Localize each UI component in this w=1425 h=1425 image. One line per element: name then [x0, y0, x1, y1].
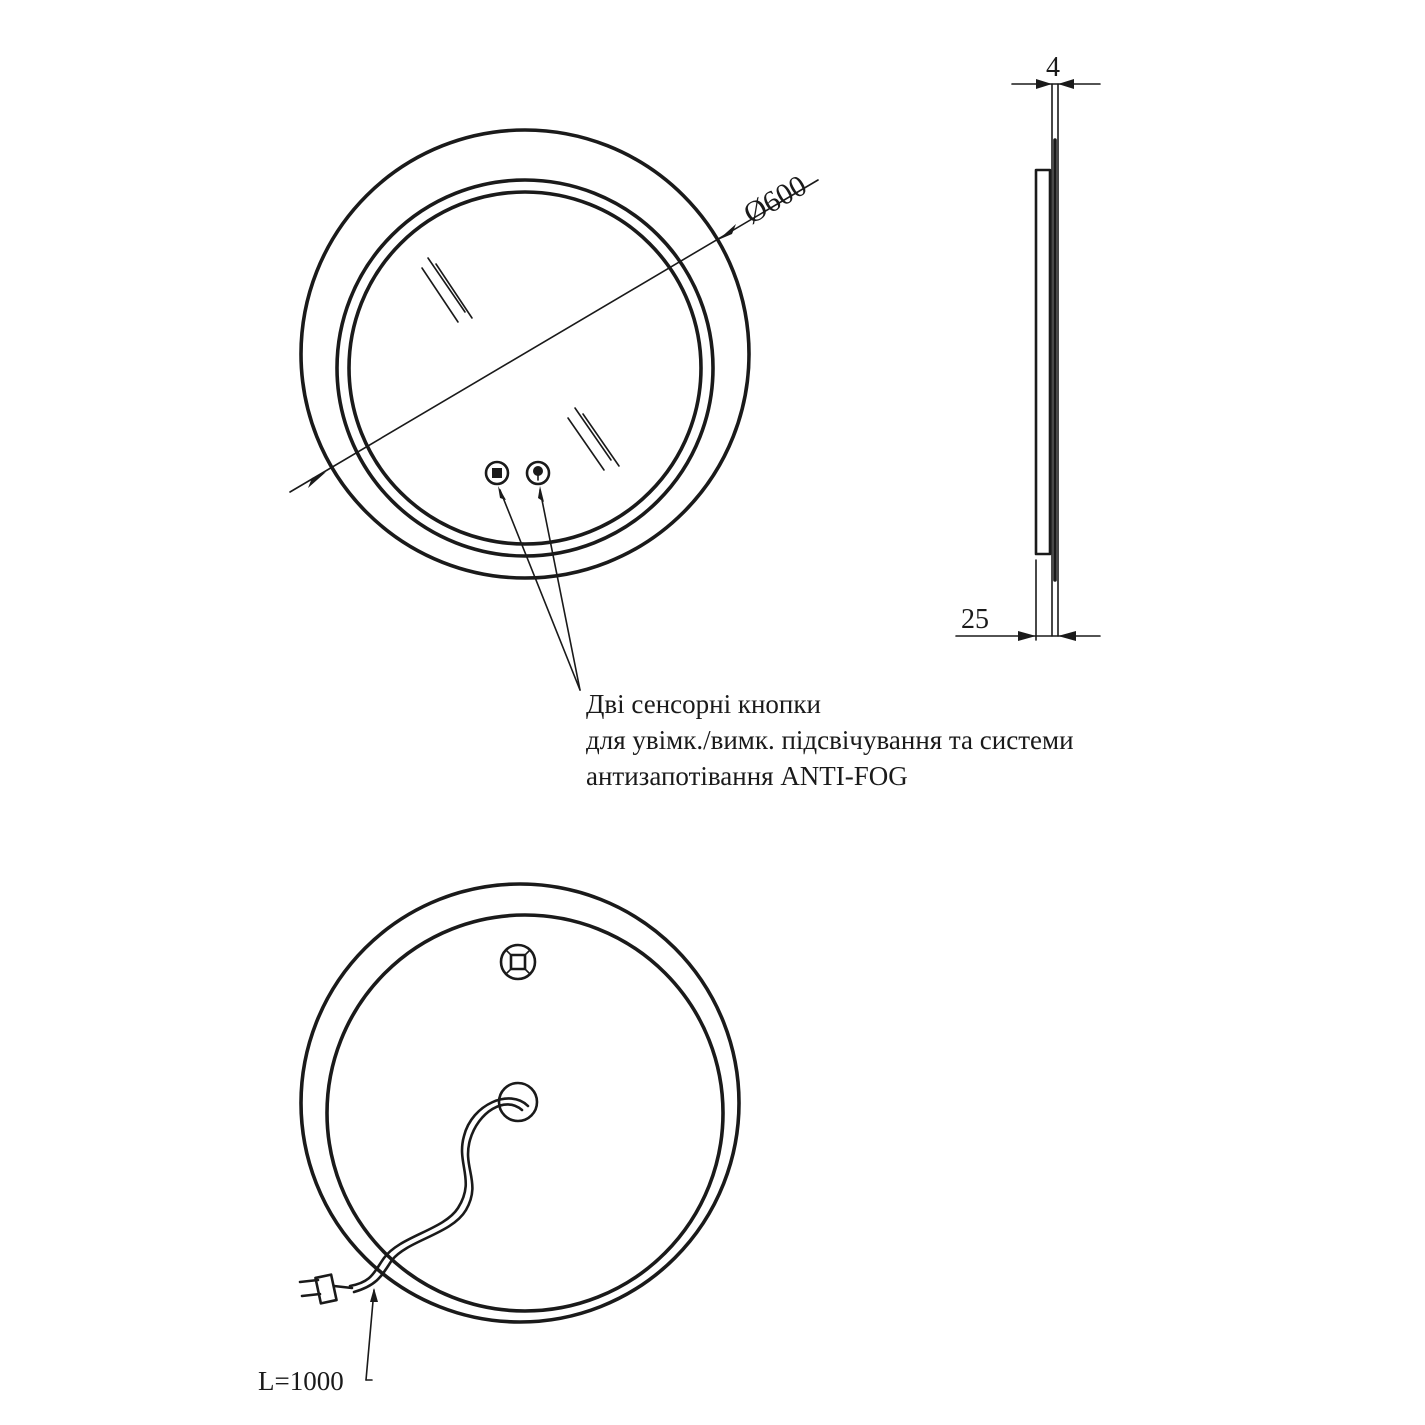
- depth-dimension: 25: [955, 559, 1101, 641]
- back-view: L=1000: [258, 882, 741, 1396]
- diameter-label: Ø600: [738, 169, 812, 231]
- thickness-label: 4: [1046, 52, 1060, 83]
- back-outer-rim: [299, 882, 741, 1324]
- power-cable: [348, 1097, 530, 1294]
- back-inner-rim: [325, 913, 725, 1313]
- callout-line-1: Дві сенсорні кнопки: [586, 689, 821, 719]
- outer-rim: [299, 128, 751, 580]
- power-plug-icon: [298, 1273, 354, 1305]
- mirror-glass: [347, 190, 703, 546]
- front-view: Ø600: [289, 128, 819, 691]
- hanging-bracket-icon: [499, 943, 537, 981]
- callout-leaders: [498, 486, 581, 691]
- cable-length-leader: L=1000: [258, 1288, 378, 1396]
- side-body: [1034, 168, 1052, 556]
- cable-outlet: [497, 1081, 539, 1123]
- side-view: 4 25: [955, 52, 1101, 641]
- touch-button-light: [484, 460, 510, 486]
- reflection-marks-top: [421, 257, 473, 323]
- thickness-dimension: 4: [1011, 52, 1101, 89]
- led-ring: [335, 178, 715, 558]
- callout-text: Дві сенсорні кнопки для увімк./вимк. під…: [586, 689, 1074, 791]
- callout-line-3: антизапотівання ANTI-FOG: [586, 761, 908, 791]
- diameter-dimension: Ø600: [289, 169, 819, 493]
- cable-length-label: L=1000: [258, 1366, 344, 1396]
- reflection-marks-bottom: [567, 407, 620, 471]
- callout-line-2: для увімк./вимк. підсвічування та систем…: [586, 725, 1074, 755]
- touch-button-antifog: [525, 460, 551, 486]
- depth-label: 25: [961, 604, 989, 635]
